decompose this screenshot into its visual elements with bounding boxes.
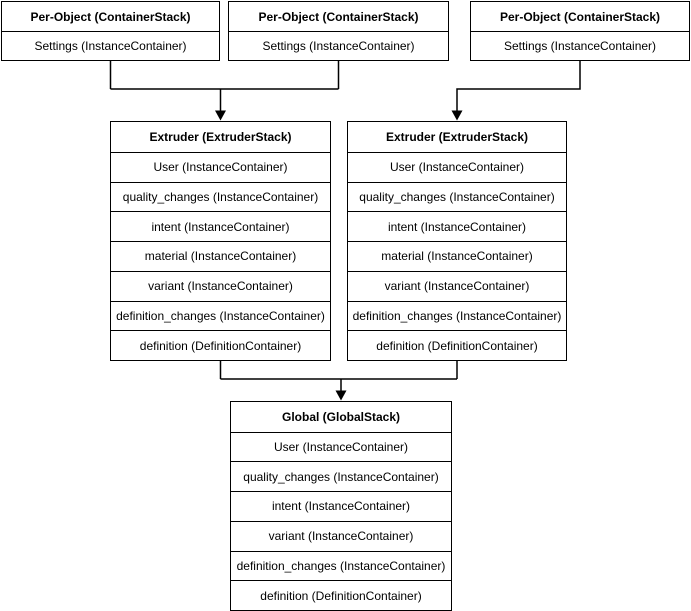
container-row: definition_changes (InstanceContainer) — [111, 300, 330, 331]
container-row: definition_changes (InstanceContainer) — [231, 550, 451, 581]
connector-extruders-to-global — [219, 361, 458, 401]
container-row: User (InstanceContainer) — [111, 151, 330, 182]
container-row: definition (DefinitionContainer) — [111, 330, 330, 360]
container-row: material (InstanceContainer) — [348, 241, 566, 271]
container-row: variant (InstanceContainer) — [231, 520, 451, 551]
container-row: Settings (InstanceContainer) — [2, 31, 219, 60]
node-title: Global (GlobalStack) — [281, 409, 401, 424]
container-row: definition (DefinitionContainer) — [231, 580, 451, 610]
container-row: Settings (InstanceContainer) — [471, 31, 689, 60]
container-row: Settings (InstanceContainer) — [229, 31, 448, 60]
node-per-object-2: Per-Object (ContainerStack) Settings (In… — [228, 1, 449, 61]
container-row: quality_changes (InstanceContainer) — [111, 181, 330, 212]
container-row: quality_changes (InstanceContainer) — [231, 461, 451, 491]
container-row: intent (InstanceContainer) — [231, 491, 451, 521]
node-extruder-2: Extruder (ExtruderStack) User (InstanceC… — [347, 121, 567, 361]
node-title: Per-Object (ContainerStack) — [258, 9, 419, 24]
container-row: quality_changes (InstanceContainer) — [348, 181, 566, 212]
container-row: variant (InstanceContainer) — [111, 270, 330, 301]
node-extruder-1: Extruder (ExtruderStack) User (InstanceC… — [110, 121, 331, 361]
arrowhead-down-icon — [335, 390, 347, 401]
container-row: intent (InstanceContainer) — [348, 211, 566, 241]
node-title: Extruder (ExtruderStack) — [385, 129, 529, 144]
container-row: definition_changes (InstanceContainer) — [348, 300, 566, 331]
node-per-object-1: Per-Object (ContainerStack) Settings (In… — [1, 1, 220, 61]
container-row: User (InstanceContainer) — [348, 151, 566, 182]
node-title: Per-Object (ContainerStack) — [499, 9, 661, 24]
node-title: Extruder (ExtruderStack) — [149, 129, 292, 144]
container-row: intent (InstanceContainer) — [111, 211, 330, 241]
container-row: variant (InstanceContainer) — [348, 270, 566, 301]
arrowhead-down-icon — [451, 110, 463, 121]
arrowhead-down-icon — [215, 110, 226, 121]
container-row: material (InstanceContainer) — [111, 241, 330, 271]
node-global: Global (GlobalStack) User (InstanceConta… — [230, 401, 452, 611]
node-per-object-3: Per-Object (ContainerStack) Settings (In… — [470, 1, 690, 61]
node-title: Per-Object (ContainerStack) — [30, 9, 191, 24]
connector-per-object-3-to-extruder-2 — [451, 61, 581, 121]
container-row: definition (DefinitionContainer) — [348, 330, 566, 360]
container-row: User (InstanceContainer) — [231, 431, 451, 462]
connector-per-objects-to-extruder-1 — [109, 61, 340, 121]
